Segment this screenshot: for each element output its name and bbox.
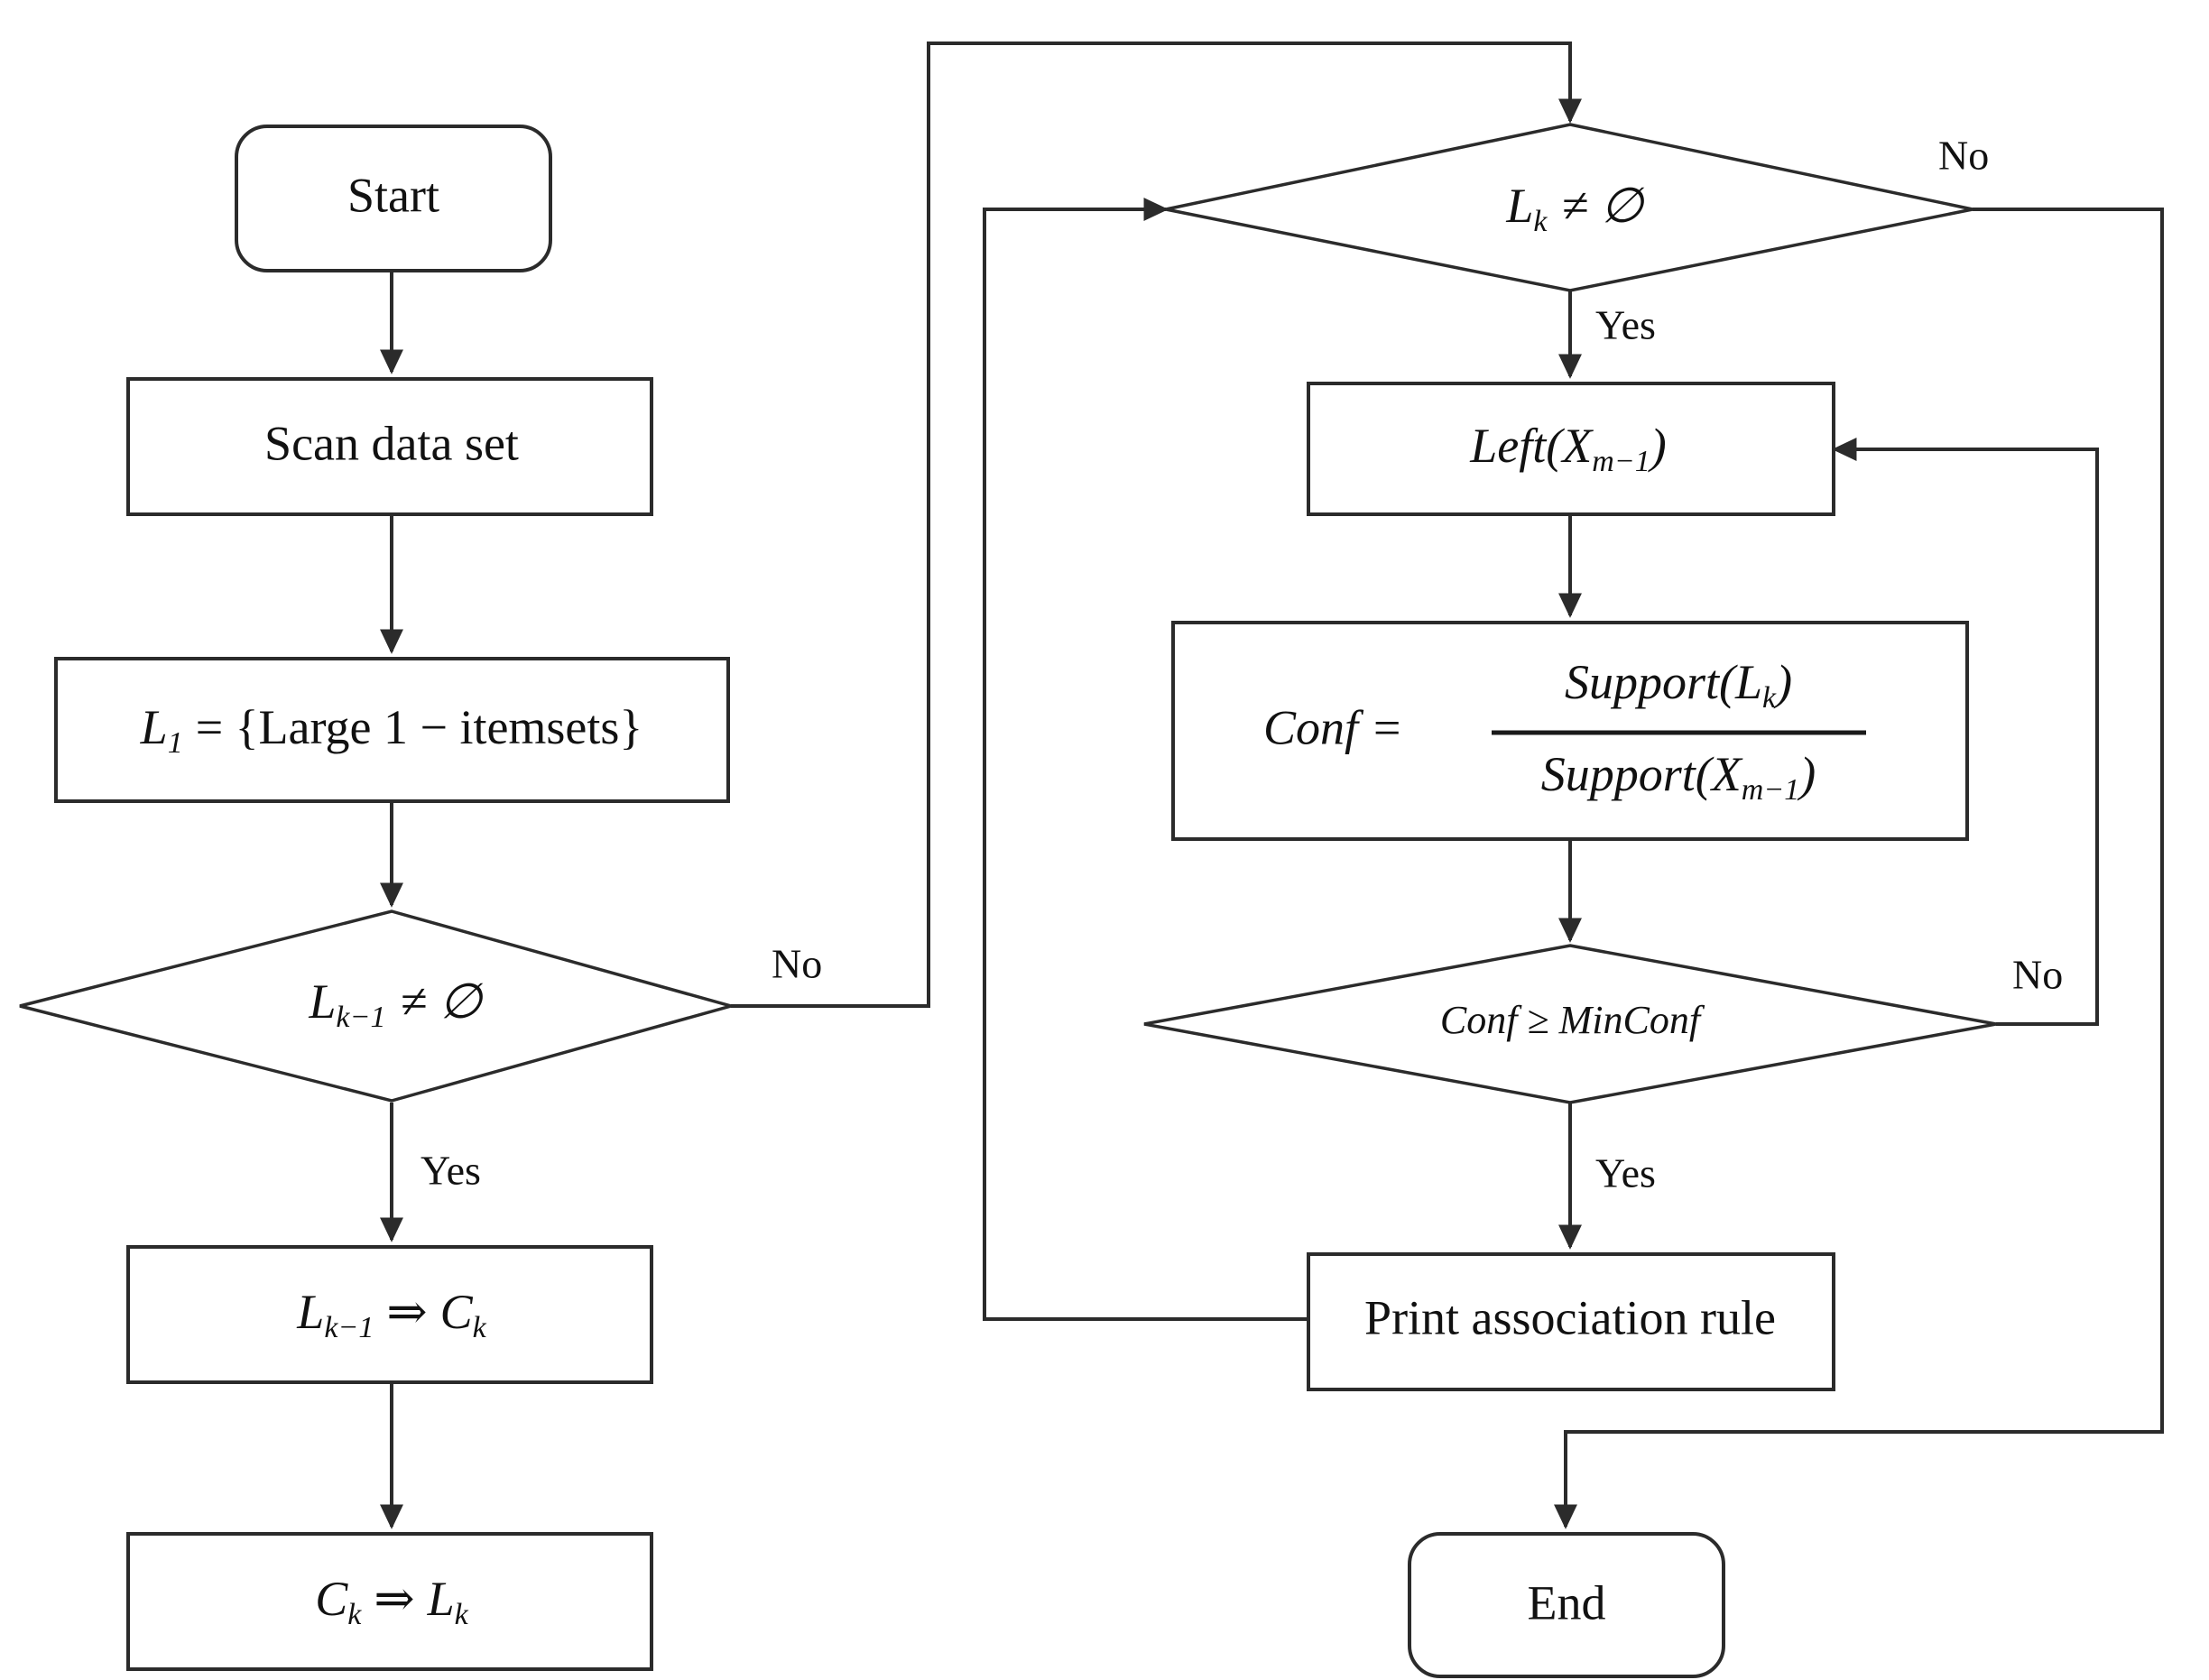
conf-formula-numerator: Support(Lk) (1565, 655, 1792, 714)
node-lk-minus-1-to-ck[interactable]: Lk−1 ⇒Ck (126, 1245, 653, 1384)
lk1ck-sub1: k−1 (324, 1311, 374, 1344)
lk1ck-label: Lk−1 ⇒Ck (296, 1285, 486, 1343)
lk1ck-base1: L (296, 1285, 324, 1339)
lk1ck-shape[interactable] (126, 1245, 653, 1384)
conf-den-sub: m−1 (1742, 773, 1800, 807)
conf-den: Support(X (1541, 747, 1743, 801)
edge-label-conf-no: No (2012, 952, 2063, 998)
cklk-shape[interactable] (126, 1532, 653, 1671)
lk1ck-arrow: ⇒ (386, 1285, 427, 1339)
dec-lk-label: Lk ≠ ∅ (1505, 179, 1644, 237)
dec-lk1-op: ≠ ∅ (400, 974, 483, 1029)
dec-conf-label: Conf ≥ MinConf (1440, 998, 1705, 1042)
conf-formula-denominator: Support(Xm−1) (1541, 747, 1816, 806)
edge-print-to-dec-lk (983, 198, 1308, 1321)
l1-label: L1 = {Large 1 − itemsets} (140, 700, 643, 759)
node-print-association-rule[interactable]: Print association rule (1307, 1252, 1835, 1391)
node-ck-to-lk[interactable]: Ck ⇒Lk (126, 1532, 653, 1671)
leftx-label: Left(Xm−1) (1469, 419, 1666, 477)
l1-rhs: = {Large 1 − itemsets} (196, 700, 643, 754)
edge-label-lk1-no: No (772, 941, 822, 987)
conf-num-sub: k (1762, 681, 1777, 715)
cklk-base1: C (315, 1572, 348, 1626)
l1-lhs-sub: 1 (168, 726, 183, 760)
edge-label-lk1-yes: Yes (421, 1148, 481, 1194)
edge-label-layer: No Yes No Yes No Yes (421, 133, 2063, 1196)
conf-num: Support(L (1565, 655, 1762, 709)
print-rule-label: Print association rule (1364, 1290, 1776, 1344)
dec-lk-op: ≠ ∅ (1561, 179, 1644, 233)
node-left-x-m-minus-1[interactable]: Left(Xm−1) (1307, 382, 1835, 516)
dec-lk-sub: k (1533, 205, 1548, 238)
edge-dec-lk-no-to-end (1554, 208, 2164, 1529)
edge-label-conf-yes: Yes (1595, 1150, 1656, 1196)
edge-label-lk-no: No (1938, 133, 1989, 179)
start-shape[interactable] (235, 125, 552, 272)
conf-den-tail: ) (1797, 747, 1816, 801)
node-end[interactable]: End (1408, 1532, 1725, 1678)
end-shape[interactable] (1408, 1532, 1725, 1678)
node-scan-data-set[interactable]: Scan data set (126, 377, 653, 516)
lk1ck-sub2: k (473, 1311, 487, 1344)
node-decision-lk-nonempty[interactable]: Lk ≠ ∅ (1165, 123, 1973, 292)
node-start[interactable]: Start (235, 125, 552, 272)
dec-lk1-sub: k−1 (336, 1001, 385, 1034)
dec-lk-shape[interactable] (1165, 123, 1973, 292)
lk1ck-base2: C (440, 1285, 474, 1339)
leftx-shape[interactable] (1307, 382, 1835, 516)
leftx-fn: Left(X (1469, 419, 1594, 473)
node-conf-formula[interactable]: Conf = Support(Lk) Support(Xm−1) (1171, 621, 1969, 841)
edge-dec-lk1-no-to-dec-lk (731, 42, 1582, 1008)
dec-lk1-base: L (308, 974, 336, 1029)
node-decision-lk-minus-1-nonempty[interactable]: Lk−1 ≠ ∅ (19, 909, 737, 1103)
cklk-arrow: ⇒ (374, 1572, 414, 1626)
conf-formula-lhs: Conf = (1263, 700, 1403, 754)
leftx-tail: ) (1648, 419, 1667, 473)
leftx-sub: m−1 (1592, 445, 1650, 478)
cklk-base2: L (427, 1572, 455, 1626)
edge-dec-conf-no-to-leftx (1832, 438, 2099, 1026)
scan-shape[interactable] (126, 377, 653, 516)
cklk-label: Ck ⇒Lk (315, 1572, 468, 1630)
l1-lhs: L (140, 700, 168, 754)
l1-shape[interactable] (54, 657, 730, 803)
start-label: Start (347, 168, 439, 222)
dec-conf-shape[interactable] (1143, 944, 1997, 1104)
connector-layer (380, 42, 2164, 1529)
node-l1-definition[interactable]: L1 = {Large 1 − itemsets} (54, 657, 730, 803)
node-decision-conf-ge-minconf[interactable]: Conf ≥ MinConf (1143, 944, 1997, 1104)
cklk-sub1: k (347, 1598, 362, 1631)
conf-num-tail: ) (1773, 655, 1792, 709)
dec-lk1-shape[interactable] (19, 909, 737, 1103)
dec-lk-base: L (1505, 179, 1533, 233)
end-label: End (1528, 1575, 1606, 1629)
dec-lk1-label: Lk−1 ≠ ∅ (308, 974, 483, 1033)
edge-label-lk-yes: Yes (1595, 302, 1656, 348)
node-layer: Start Scan data set L1= {Large 1 − items… (19, 123, 1997, 1678)
scan-label: Scan data set (264, 416, 519, 470)
print-rule-shape[interactable] (1307, 1252, 1835, 1391)
cklk-sub2: k (455, 1598, 469, 1631)
